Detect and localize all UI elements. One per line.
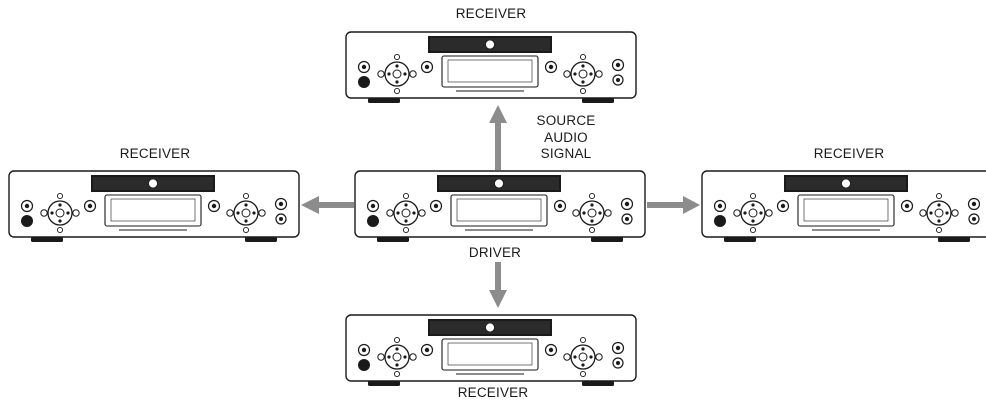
- receiver-unit-top: [345, 31, 637, 104]
- source-audio-signal-label: SOURCE AUDIO SIGNAL: [537, 113, 596, 163]
- driver-label: DRIVER: [468, 245, 522, 260]
- receiver-unit-right: [701, 170, 986, 243]
- driver-unit: [354, 170, 646, 243]
- source-audio-signal-line: SOURCE: [536, 113, 596, 128]
- source-audio-signal-line: SIGNAL: [540, 146, 592, 161]
- receiver-label-left: RECEIVER: [119, 146, 191, 161]
- receiver-label-right: RECEIVER: [813, 146, 885, 161]
- arrow-right: [647, 196, 700, 214]
- receiver-unit-left: [8, 170, 300, 243]
- arrow-left: [301, 196, 354, 214]
- source-audio-signal-line: AUDIO: [544, 129, 588, 145]
- receiver-unit-bottom: [345, 314, 637, 387]
- receiver-label-top: RECEIVER: [455, 6, 527, 21]
- arrow-up: [489, 105, 507, 170]
- receiver-label-bottom: RECEIVER: [457, 385, 529, 400]
- arrow-down: [489, 262, 507, 308]
